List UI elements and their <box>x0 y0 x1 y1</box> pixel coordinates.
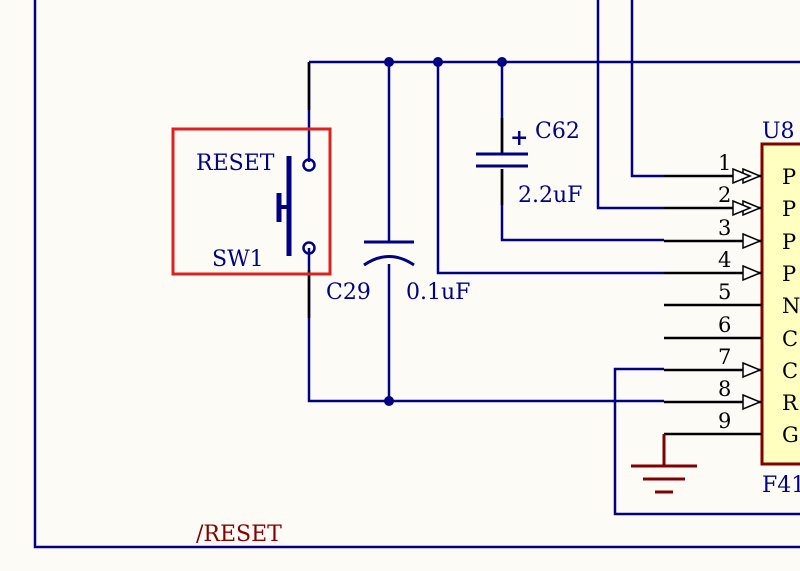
pin-name: C <box>782 327 798 351</box>
pin-name: P <box>782 197 796 221</box>
switch-contact-top <box>302 158 316 172</box>
c62-polarity-mark: + <box>510 125 528 151</box>
pin-name: P <box>782 262 796 286</box>
u8-designator: U8 <box>762 119 795 144</box>
pin-number: 5 <box>718 280 731 304</box>
pin-number: 4 <box>718 248 731 272</box>
outer-border-wire <box>33 0 800 549</box>
pin-arrow-icon <box>742 361 762 379</box>
pin-arrow-icon <box>732 199 752 217</box>
pin-name: R <box>782 391 799 415</box>
capacitor-c62[interactable] <box>476 152 528 168</box>
junction-dot <box>384 57 394 67</box>
pin-number: 3 <box>718 216 731 240</box>
u8-chip-body[interactable] <box>760 142 800 466</box>
pin-number: 2 <box>718 183 731 207</box>
u8-part-label: F41 <box>762 473 800 498</box>
pin-name: N <box>782 294 800 318</box>
pin-name: G <box>782 423 799 447</box>
c62-value: 2.2uF <box>518 183 582 208</box>
pin-name: C <box>782 359 798 383</box>
pin-arrow-icon <box>732 167 752 185</box>
pin-name: P <box>782 230 796 254</box>
ground-icon <box>631 434 697 494</box>
c29-plate-curved <box>363 255 415 267</box>
pin-arrow-icon <box>742 393 762 411</box>
switch-designator-label: SW1 <box>212 247 264 272</box>
reset-net-wire <box>307 248 664 403</box>
junction-dot <box>497 57 507 67</box>
pin-number: 8 <box>718 377 731 401</box>
junctions <box>384 57 507 406</box>
pin1-wire <box>630 0 664 178</box>
pin-number: 7 <box>718 345 731 369</box>
pin4-wire <box>436 62 664 275</box>
reset-switch[interactable] <box>276 156 316 256</box>
switch-name-label: RESET <box>196 151 275 176</box>
pin-arrow-icon <box>742 264 762 282</box>
component-leads <box>307 62 504 318</box>
switch-contact-bottom <box>302 241 316 255</box>
pin-arrow-icon <box>742 232 762 250</box>
pin-number: 1 <box>718 151 731 175</box>
pin2-wire <box>596 0 664 210</box>
reset-net-label: /RESET <box>196 522 282 547</box>
junction-dot <box>384 396 394 406</box>
pin-number: 9 <box>718 409 731 433</box>
junction-dot <box>433 57 443 67</box>
capacitor-c29[interactable] <box>363 240 415 267</box>
c29-designator: C29 <box>326 280 371 305</box>
c29-value: 0.1uF <box>406 280 470 305</box>
pin-number: 6 <box>718 313 731 337</box>
pin-name: P <box>782 165 796 189</box>
pin7-wire <box>613 367 800 516</box>
highlight-box <box>171 127 332 276</box>
c62-designator: C62 <box>535 119 580 144</box>
